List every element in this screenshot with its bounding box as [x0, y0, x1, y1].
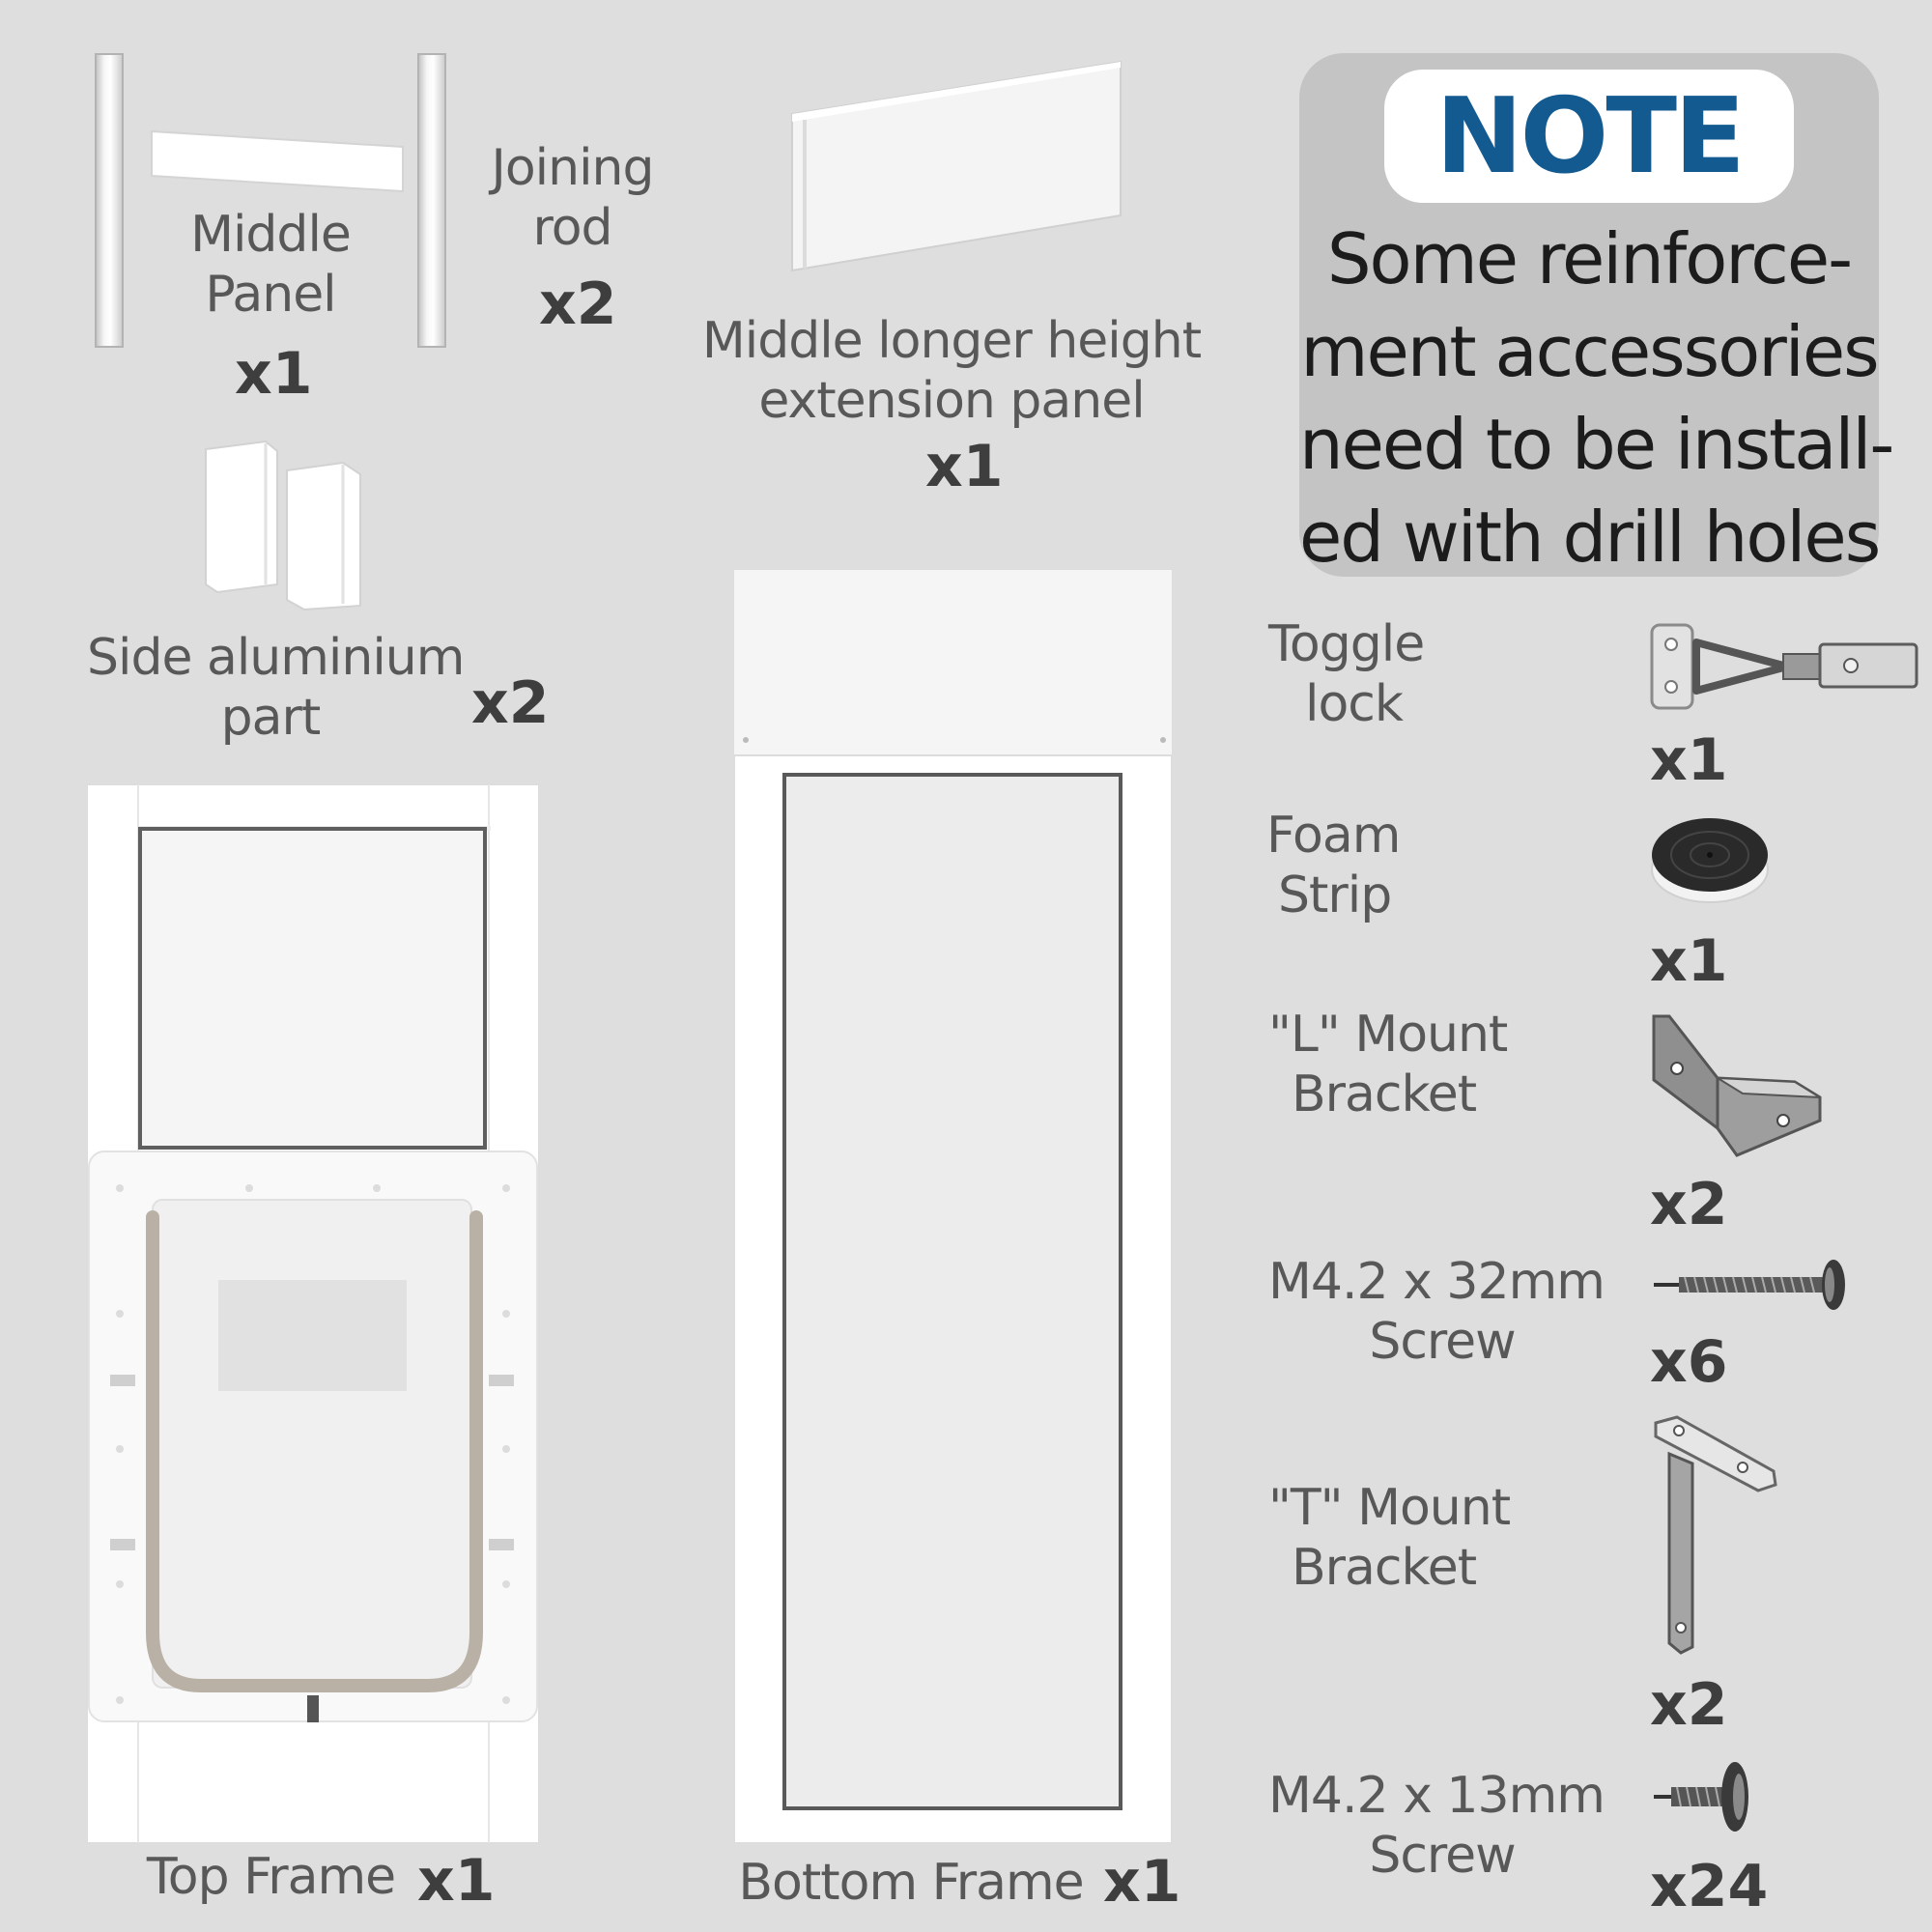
top-frame-qty: x1: [417, 1847, 496, 1915]
screw-32mm-label: M4.2 x 32mm Screw: [1268, 1253, 1605, 1372]
l-bracket-qty: x2: [1650, 1171, 1728, 1238]
t-bracket-image: [1654, 1415, 1777, 1655]
l-bracket-image: [1652, 1014, 1822, 1157]
screw-32mm-qty: x6: [1650, 1328, 1728, 1396]
bottom-frame-image: [733, 569, 1173, 1844]
screw-32mm-image: [1654, 1260, 1845, 1310]
t-bracket-qty: x2: [1650, 1671, 1728, 1739]
l-bracket-label: "L" Mount Bracket: [1268, 1006, 1508, 1124]
joining-rod-label: Joining rod: [491, 139, 655, 258]
toggle-lock-image: [1650, 623, 1918, 710]
toggle-lock-qty: x1: [1650, 726, 1728, 794]
middle-panel-qty: x1: [235, 340, 313, 408]
foam-strip-qty: x1: [1650, 927, 1728, 995]
joining-rod-right-image: [417, 53, 446, 348]
top-frame-label: Top Frame: [146, 1848, 396, 1906]
extension-panel-label: Middle longer height extension panel: [701, 312, 1202, 431]
top-frame-image: [86, 783, 540, 1844]
screw-13mm-image: [1654, 1762, 1748, 1832]
toggle-lock-label: Toggle lock: [1268, 615, 1425, 734]
screw-13mm-qty: x24: [1650, 1853, 1769, 1920]
bottom-frame-qty: x1: [1103, 1848, 1181, 1916]
extension-panel-qty: x1: [925, 433, 1004, 500]
screw-13mm-label: M4.2 x 13mm Screw: [1268, 1767, 1605, 1886]
middle-panel-label: Middle Panel: [190, 206, 352, 325]
note-title: NOTE: [1384, 70, 1794, 203]
foam-strip-image: [1651, 818, 1769, 903]
note-text: Some reinforce- ment accessories need to…: [1299, 218, 1894, 578]
foam-strip-label: Foam Strip: [1266, 807, 1401, 925]
side-aluminium-image: [205, 440, 361, 611]
side-aluminium-label: Side aluminium part: [87, 629, 465, 748]
joining-rod-left-image: [95, 53, 124, 348]
joining-rod-qty: x2: [539, 270, 617, 338]
middle-panel-image: [151, 129, 404, 193]
extension-panel-image: [791, 60, 1122, 272]
side-aluminium-qty: x2: [471, 669, 550, 737]
bottom-frame-label: Bottom Frame: [738, 1854, 1084, 1912]
t-bracket-label: "T" Mount Bracket: [1268, 1479, 1511, 1598]
note-box: NOTE Some reinforce- ment accessories ne…: [1299, 53, 1894, 578]
